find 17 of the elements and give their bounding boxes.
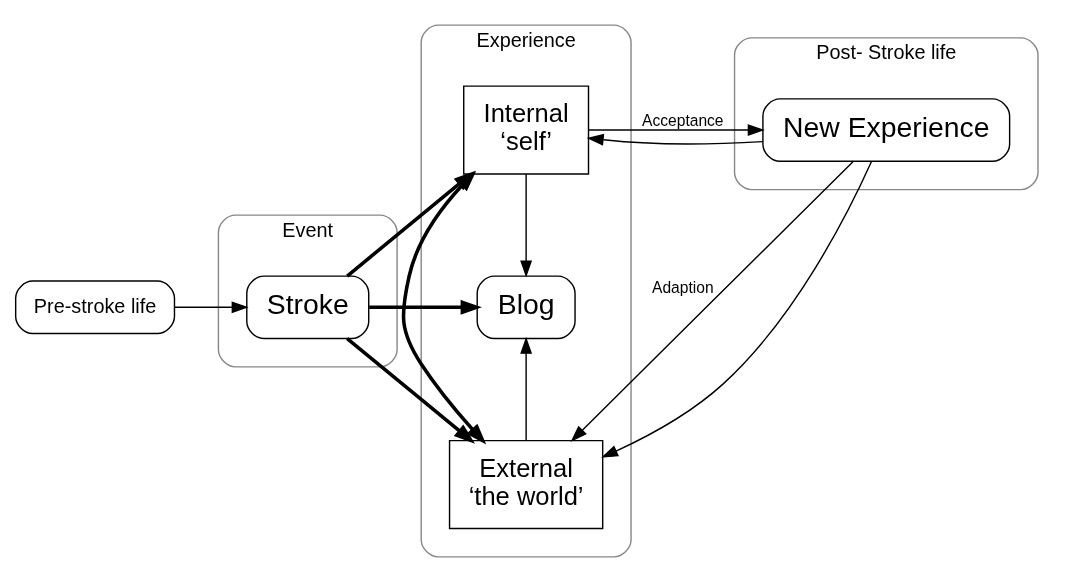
- node-box: External ‘the world’: [448, 439, 604, 530]
- arrow: [586, 133, 764, 146]
- node-box: Stroke: [246, 275, 370, 340]
- arrow: [520, 173, 533, 278]
- arrow: [587, 124, 765, 137]
- edge-label: Acceptance: [642, 111, 724, 129]
- edge-label: Adaption: [652, 278, 714, 296]
- node-box: New Experience: [762, 98, 1011, 162]
- arrow: [173, 301, 249, 314]
- node-box: Internal ‘self’: [463, 85, 590, 175]
- arrow: [570, 161, 854, 442]
- arrow: [369, 299, 482, 315]
- node-box: Blog: [476, 275, 576, 340]
- arrow: [346, 337, 476, 444]
- arrow: [601, 160, 873, 458]
- node-box: Pre-stroke life: [14, 280, 176, 335]
- arrow: [520, 336, 533, 441]
